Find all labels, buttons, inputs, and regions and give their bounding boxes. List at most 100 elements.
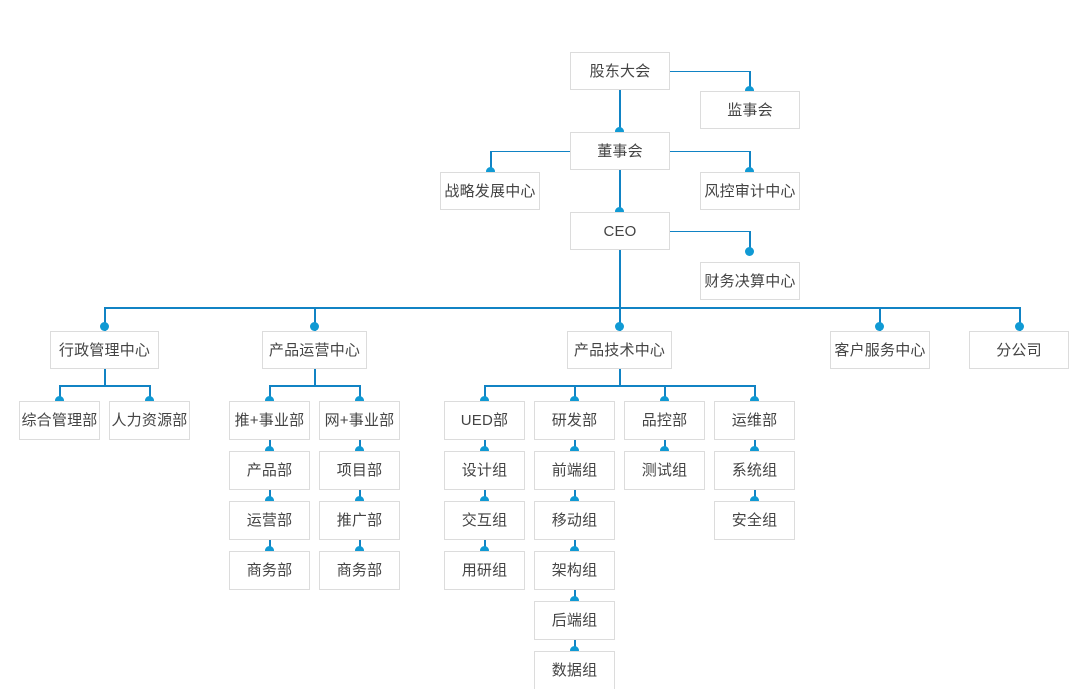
node-label: 移动组 xyxy=(551,512,598,529)
connector-product-tech-stem xyxy=(619,369,621,385)
connector-board-to-risk-v xyxy=(749,150,751,175)
node-label: 安全组 xyxy=(731,512,778,529)
node-label: 行政管理中心 xyxy=(58,341,151,359)
node-promotion-dept[interactable]: 推广部 xyxy=(319,501,400,540)
connector-dot-interaction-group xyxy=(480,496,489,505)
node-branch-company[interactable]: 分公司 xyxy=(969,331,1069,369)
node-label: CEO xyxy=(603,222,637,240)
node-label: 设计组 xyxy=(461,462,508,479)
connector-dot-ops-dept xyxy=(750,396,759,405)
node-shareholders-meeting[interactable]: 股东大会 xyxy=(570,52,670,90)
node-label: 推广部 xyxy=(336,512,383,529)
connector-product-dept-to-operation xyxy=(269,490,271,501)
connector-interaction-to-user-research xyxy=(484,540,486,551)
node-label: 风控审计中心 xyxy=(704,182,796,200)
node-label: 监事会 xyxy=(727,101,773,119)
connector-ops-to-system xyxy=(754,440,756,451)
node-label: 产品运营中心 xyxy=(268,341,361,359)
node-wang-plus-division[interactable]: 网+事业部 xyxy=(319,401,400,440)
node-interaction-group[interactable]: 交互组 xyxy=(444,501,525,540)
connector-product-op-drop-wang xyxy=(359,385,361,401)
connector-dot-strategy xyxy=(486,167,495,176)
connector-dot-security-group xyxy=(750,496,759,505)
connector-board-to-strategy-v xyxy=(490,150,492,175)
node-business-dept-1[interactable]: 商务部 xyxy=(229,551,310,590)
connector-board-to-risk-h xyxy=(670,150,750,152)
node-general-management-dept[interactable]: 综合管理部 xyxy=(19,401,100,440)
connector-dot-finance xyxy=(745,247,754,256)
connector-admin-drop-general xyxy=(59,385,61,401)
node-label: 品控部 xyxy=(641,412,688,429)
connector-dot-product-tech-center xyxy=(615,322,624,331)
node-test-group[interactable]: 测试组 xyxy=(624,451,705,490)
node-label: 数据组 xyxy=(551,662,598,679)
node-label: 股东大会 xyxy=(589,62,651,80)
node-data-group[interactable]: 数据组 xyxy=(534,651,615,689)
connector-dot-user-research-group xyxy=(480,546,489,555)
connector-ceo-to-bus xyxy=(619,250,621,308)
node-design-group[interactable]: 设计组 xyxy=(444,451,525,490)
node-label: 董事会 xyxy=(597,142,643,160)
node-label: 项目部 xyxy=(336,462,383,479)
node-qc-dept[interactable]: 品控部 xyxy=(624,401,705,440)
node-business-dept-2[interactable]: 商务部 xyxy=(319,551,400,590)
node-board-of-directors[interactable]: 董事会 xyxy=(570,132,670,170)
connector-dot-supervisors xyxy=(745,86,754,95)
node-ued-dept[interactable]: UED部 xyxy=(444,401,525,440)
node-label: 系统组 xyxy=(731,462,778,479)
connector-dot-tui-plus xyxy=(265,396,274,405)
connector-bus-drop-admin xyxy=(104,307,106,331)
node-mobile-group[interactable]: 移动组 xyxy=(534,501,615,540)
node-label: 分公司 xyxy=(996,341,1042,359)
connector-dot-general-management xyxy=(55,396,64,405)
node-security-group[interactable]: 安全组 xyxy=(714,501,795,540)
node-admin-management-center[interactable]: 行政管理中心 xyxy=(50,331,159,369)
node-project-dept[interactable]: 项目部 xyxy=(319,451,400,490)
node-board-of-supervisors[interactable]: 监事会 xyxy=(700,91,800,129)
node-finance-settlement-center[interactable]: 财务决算中心 xyxy=(700,262,800,300)
node-ops-dept[interactable]: 运维部 xyxy=(714,401,795,440)
node-customer-service-center[interactable]: 客户服务中心 xyxy=(830,331,930,369)
node-label: 人力资源部 xyxy=(111,412,188,429)
connector-dot-ceo xyxy=(615,207,624,216)
connector-rd-to-frontend xyxy=(574,440,576,451)
node-label: 综合管理部 xyxy=(21,412,98,429)
connector-qc-to-test xyxy=(664,440,666,451)
node-rd-dept[interactable]: 研发部 xyxy=(534,401,615,440)
node-architecture-group[interactable]: 架构组 xyxy=(534,551,615,590)
node-system-group[interactable]: 系统组 xyxy=(714,451,795,490)
node-label: 运营部 xyxy=(246,512,293,529)
node-user-research-group[interactable]: 用研组 xyxy=(444,551,525,590)
connector-tech-drop-qc xyxy=(664,385,666,401)
connector-shareholders-to-supervisors-v xyxy=(749,70,751,95)
node-label: 前端组 xyxy=(551,462,598,479)
node-human-resources-dept[interactable]: 人力资源部 xyxy=(109,401,190,440)
node-label: 研发部 xyxy=(551,412,598,429)
node-operation-dept[interactable]: 运营部 xyxy=(229,501,310,540)
node-product-operation-center[interactable]: 产品运营中心 xyxy=(262,331,367,369)
node-frontend-group[interactable]: 前端组 xyxy=(534,451,615,490)
node-tui-plus-division[interactable]: 推+事业部 xyxy=(229,401,310,440)
node-backend-group[interactable]: 后端组 xyxy=(534,601,615,640)
connector-dot-backend-group xyxy=(570,596,579,605)
connector-frontend-to-mobile xyxy=(574,490,576,501)
connector-ceo-to-finance-v xyxy=(749,230,751,255)
connector-ceo-to-finance-h xyxy=(670,230,750,232)
node-strategy-development-center[interactable]: 战略发展中心 xyxy=(440,172,540,210)
node-product-technology-center[interactable]: 产品技术中心 xyxy=(567,331,672,369)
connector-mobile-to-architecture xyxy=(574,540,576,551)
connector-product-op-bus xyxy=(269,385,360,387)
connector-dot-business-dept-1 xyxy=(265,546,274,555)
node-ceo[interactable]: CEO xyxy=(570,212,670,250)
connector-dot-ued-dept xyxy=(480,396,489,405)
connector-operation-to-business1 xyxy=(269,540,271,551)
connector-dot-promotion-dept xyxy=(355,496,364,505)
connector-main-bus xyxy=(104,307,1020,309)
connector-ued-to-design xyxy=(484,440,486,451)
node-risk-audit-center[interactable]: 风控审计中心 xyxy=(700,172,800,210)
node-label: 产品部 xyxy=(246,462,293,479)
node-product-dept[interactable]: 产品部 xyxy=(229,451,310,490)
connector-product-op-stem xyxy=(314,369,316,385)
connector-dot-product-dept xyxy=(265,446,274,455)
